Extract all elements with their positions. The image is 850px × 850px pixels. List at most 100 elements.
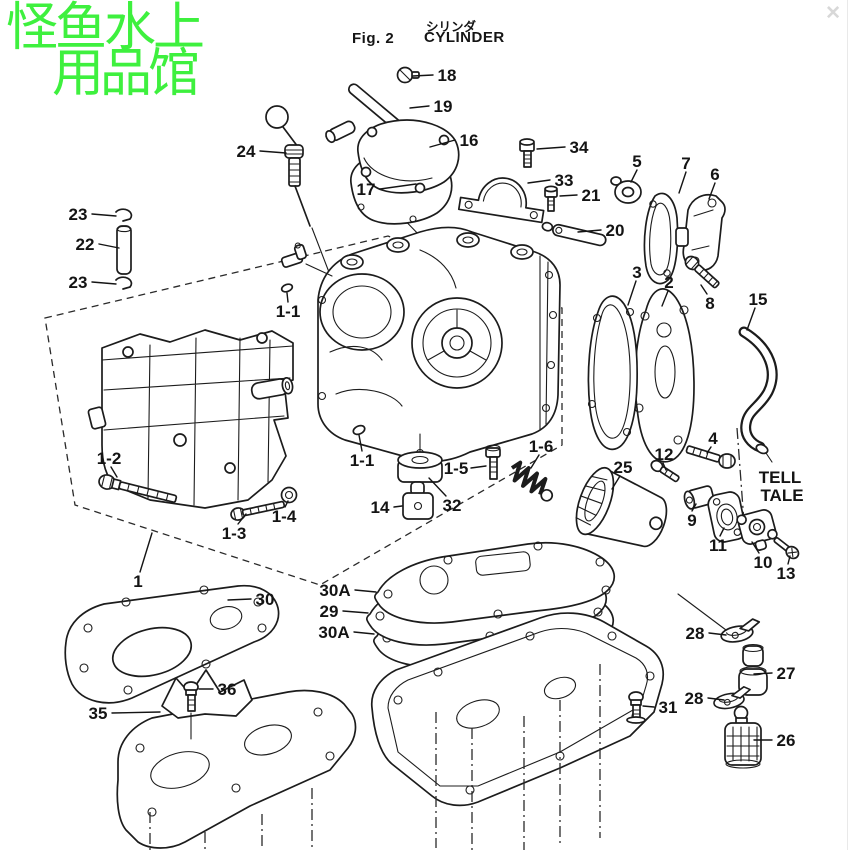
part-28-clip-lower (711, 685, 754, 712)
part-18-screw (396, 66, 420, 84)
leader-line (708, 632, 727, 636)
callout-label-28: 28 (686, 624, 705, 643)
page-edge-line (847, 0, 848, 850)
leader-line (139, 532, 153, 573)
leader-line (358, 434, 363, 452)
callout-label-21: 21 (582, 186, 601, 205)
leader-line (91, 281, 117, 285)
leader-line (393, 505, 403, 508)
leader-line (286, 292, 289, 303)
part-23-clip-bottom (115, 276, 133, 290)
figure-title-japanese: シリンダ (426, 20, 477, 34)
leader-line (700, 284, 708, 295)
callout-label-11: 11 (709, 536, 727, 555)
part-20-link (541, 221, 607, 247)
part-11-flange (707, 491, 747, 543)
callout-label-23: 23 (69, 205, 88, 224)
part-28-clip-upper (718, 617, 763, 646)
leader-line (746, 307, 756, 331)
leader-line (259, 150, 287, 154)
block-top-bosses (340, 232, 534, 270)
part-1-mount-assembly (87, 329, 294, 509)
callout-label-28: 28 (685, 689, 704, 708)
callout-label-15: 15 (749, 290, 768, 309)
callout-label-1-1: 1-1 (350, 451, 375, 470)
part-1-4-nut (280, 486, 298, 504)
leader-line (530, 454, 540, 469)
leader-line (753, 672, 773, 675)
callout-label-1-3: 1-3 (222, 524, 247, 543)
leader-line (409, 105, 430, 109)
part-8-bolt (684, 255, 720, 289)
leader-line (678, 171, 687, 194)
callout-label-33: 33 (555, 171, 574, 190)
figure-number: Fig. 2 (352, 30, 395, 47)
callout-label-tale: TALE (760, 486, 803, 505)
callout-label-34: 34 (570, 138, 589, 157)
part-cylinder-block (317, 226, 561, 463)
leader-line (707, 697, 725, 701)
close-icon[interactable]: ✕ (825, 3, 841, 24)
watermark-line1: 怪鱼水上 (6, 0, 205, 58)
leader-line (284, 500, 289, 508)
part-15-telltale-hose (738, 326, 778, 455)
leader-line (642, 705, 655, 708)
leader-line (237, 513, 247, 525)
part-1-2-bolt (98, 474, 178, 503)
leader-line (611, 475, 621, 490)
part-5-grommet (610, 176, 642, 204)
leader-line (627, 280, 637, 306)
callout-label-29: 29 (320, 602, 339, 621)
leader-line (751, 541, 760, 554)
part-30-gasket (64, 584, 280, 704)
callout-label-23: 23 (69, 273, 88, 292)
part-10-outlet (736, 509, 778, 551)
part-26-fuel-filter (724, 705, 762, 769)
leader-line (354, 589, 377, 593)
callout-label-14: 14 (371, 498, 390, 517)
callout-label-24: 24 (237, 142, 256, 161)
callout-label-2: 2 (664, 273, 673, 292)
part-36-bolt (183, 681, 199, 740)
part-24-dipstick (265, 105, 311, 227)
part-13-screw (773, 536, 800, 560)
figure-title-english: CYLINDER (424, 29, 505, 46)
part-16-breather-cover (325, 119, 460, 194)
part-6-bracket (675, 193, 726, 272)
leader-line (98, 243, 120, 249)
callout-label-36: 36 (218, 680, 237, 699)
callout-label-7: 7 (681, 154, 690, 173)
callout-label-25: 25 (614, 458, 633, 477)
callout-label-19: 19 (434, 97, 453, 116)
callout-label-22: 22 (76, 235, 95, 254)
assembly-boundary-dashed (44, 235, 745, 586)
leader-line (719, 527, 725, 537)
callout-label-35: 35 (89, 704, 108, 723)
callout-label-9: 9 (687, 511, 696, 530)
watermark-line2: 用品馆 (52, 44, 200, 104)
part-35-oil-pan (116, 669, 357, 850)
leader-line (559, 194, 578, 197)
part-12-bolt (650, 459, 680, 483)
part-1-3-bolt (230, 500, 286, 521)
part-1-5-bolt (485, 444, 501, 480)
callout-label-17: 17 (357, 180, 376, 199)
callout-label-8: 8 (705, 294, 714, 313)
callout-label-32: 32 (443, 496, 462, 515)
callout-label-12: 12 (655, 445, 674, 464)
callout-label-1-6: 1-6 (529, 437, 554, 456)
leader-line (470, 465, 487, 469)
callout-label-30a: 30A (318, 623, 349, 642)
leader-line (708, 182, 716, 200)
callout-label-5: 5 (632, 152, 641, 171)
leader-line (428, 477, 447, 497)
callout-label-31: 31 (659, 698, 678, 717)
callout-label-20: 20 (606, 221, 625, 240)
part-2-plate (634, 288, 695, 463)
callout-label-18: 18 (438, 66, 457, 85)
callout-label-13: 13 (777, 564, 796, 583)
part-lower-pan-right (370, 612, 665, 850)
